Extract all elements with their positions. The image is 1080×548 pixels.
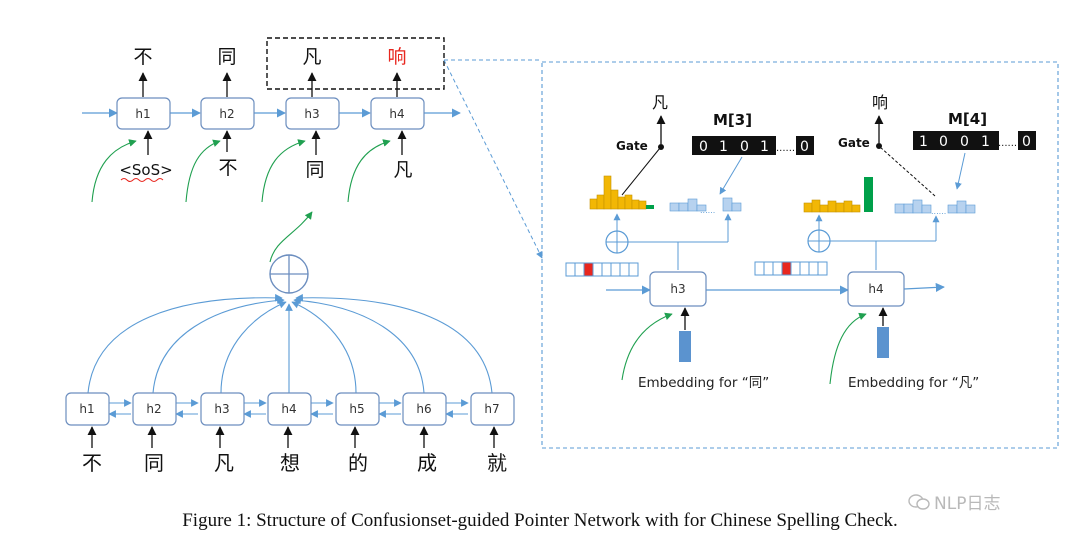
memory-last-bit: 0 [1022, 134, 1031, 150]
decoder-input-token: 凡 [393, 159, 412, 181]
memory-dots: ...... [776, 143, 795, 154]
memory-title: M[3] [713, 111, 752, 129]
embedding-label: Embedding for “同” [638, 375, 769, 391]
memory-last-block [1018, 131, 1036, 150]
memory-last-bit: 0 [800, 139, 809, 155]
encoder-node-label: h7 [484, 402, 499, 416]
decoder-output-char: 不 [133, 46, 152, 68]
watermark: NLP日志 [908, 489, 1000, 516]
encoder-input-char: 想 [280, 451, 300, 475]
encoder-node-h2 [132, 392, 177, 426]
copy-prob-bar [646, 205, 654, 209]
detail-hidden-node-h4 [847, 271, 905, 307]
encoder-node-label: h4 [281, 402, 296, 416]
decoder-node-label: h1 [135, 107, 150, 121]
decoder-node-label: h2 [219, 107, 234, 121]
memory-dots: ...... [998, 138, 1017, 149]
detail-panel: h3 Embedding for “同” [541, 61, 1059, 449]
memory-bits-block [692, 136, 776, 155]
decoder-input-token: 不 [218, 157, 237, 179]
decoder-node-label: h4 [389, 107, 404, 121]
decoder-node-h4 [370, 97, 425, 130]
encoder-input-char: 成 [417, 451, 437, 475]
decoder-node-h1 [116, 97, 171, 130]
decoder-output-char-highlighted: 响 [387, 46, 406, 68]
memory-strip [754, 261, 828, 276]
gate-label: Gate [616, 139, 648, 153]
encoder-node-h3 [200, 392, 245, 426]
gate-output-char: 凡 [652, 93, 668, 112]
encoder-input-char: 的 [348, 451, 368, 475]
copy-distribution [894, 199, 976, 214]
encoder-node-label: h1 [79, 402, 94, 416]
encoder-node-label: h3 [214, 402, 229, 416]
gate-dot [658, 144, 664, 150]
copy-prob-bar [864, 177, 873, 212]
gate-output-char: 响 [872, 93, 888, 112]
encoder-input-char: 不 [82, 451, 102, 475]
embedding-label: Embedding for “凡” [848, 375, 979, 391]
detail-panel-border [541, 61, 1059, 449]
highlight-box [266, 37, 445, 90]
copy-distribution [669, 197, 742, 212]
encoder-node-h4 [267, 392, 312, 426]
memory-last-block [796, 136, 814, 155]
detail-left-step: h3 Embedding for “同” [565, 93, 814, 391]
encoder-input-char: 凡 [214, 451, 234, 475]
decoder-node-label: h3 [304, 107, 319, 121]
embedding-bar [679, 331, 691, 362]
attention-encoder: h1 h2 h3 h4 h5 h6 h7 不 同 凡 想 的 成 就 [65, 211, 515, 475]
detail-hidden-label: h3 [670, 282, 685, 296]
memory-bits-block [913, 131, 999, 150]
memory-bit: 1 [981, 134, 990, 150]
output-distribution [589, 175, 647, 210]
encoder-node-h1 [65, 392, 110, 426]
top-decoder: h1 h2 h3 h4 不 同 凡 响 <SoS> 不 同 凡 [82, 37, 461, 203]
encoder-node-label: h6 [416, 402, 431, 416]
watermark-text: NLP日志 [934, 494, 1001, 514]
gate-dot [876, 143, 882, 149]
gate-label: Gate [838, 136, 870, 150]
memory-bit: 0 [699, 139, 708, 155]
memory-bit: 0 [960, 134, 969, 150]
wechat-icon [908, 493, 930, 516]
memory-bit: 0 [939, 134, 948, 150]
detail-hidden-label: h4 [868, 282, 883, 296]
encoder-node-h6 [402, 392, 447, 426]
decoder-node-h2 [200, 97, 255, 130]
detail-hidden-node-h3 [649, 271, 707, 307]
decoder-input-token: <SoS> [119, 161, 172, 179]
decoder-input-token: 同 [305, 159, 324, 181]
memory-bit: 0 [740, 139, 749, 155]
memory-bit: 1 [919, 134, 928, 150]
decoder-node-h3 [285, 97, 340, 130]
memory-title: M[4] [948, 110, 987, 128]
memory-strip [565, 262, 639, 277]
encoder-node-label: h2 [146, 402, 161, 416]
decoder-output-char: 凡 [302, 46, 321, 68]
encoder-input-char: 同 [144, 451, 164, 475]
memory-bit: 1 [719, 139, 728, 155]
output-distribution [803, 199, 861, 213]
figure-caption: Figure 1: Structure of Confusionset-guid… [182, 510, 898, 531]
decoder-output-char: 同 [217, 46, 236, 68]
encoder-input-char: 就 [487, 451, 507, 475]
copy-dots: ...... [700, 206, 715, 215]
embedding-bar [877, 327, 889, 358]
detail-right-step: h4 Embedding for “凡” [754, 93, 1036, 391]
copy-dots: ...... [931, 207, 946, 216]
encoder-node-h7 [470, 392, 515, 426]
encoder-node-label: h5 [349, 402, 364, 416]
memory-bit: 1 [760, 139, 769, 155]
encoder-node-h5 [335, 392, 380, 426]
